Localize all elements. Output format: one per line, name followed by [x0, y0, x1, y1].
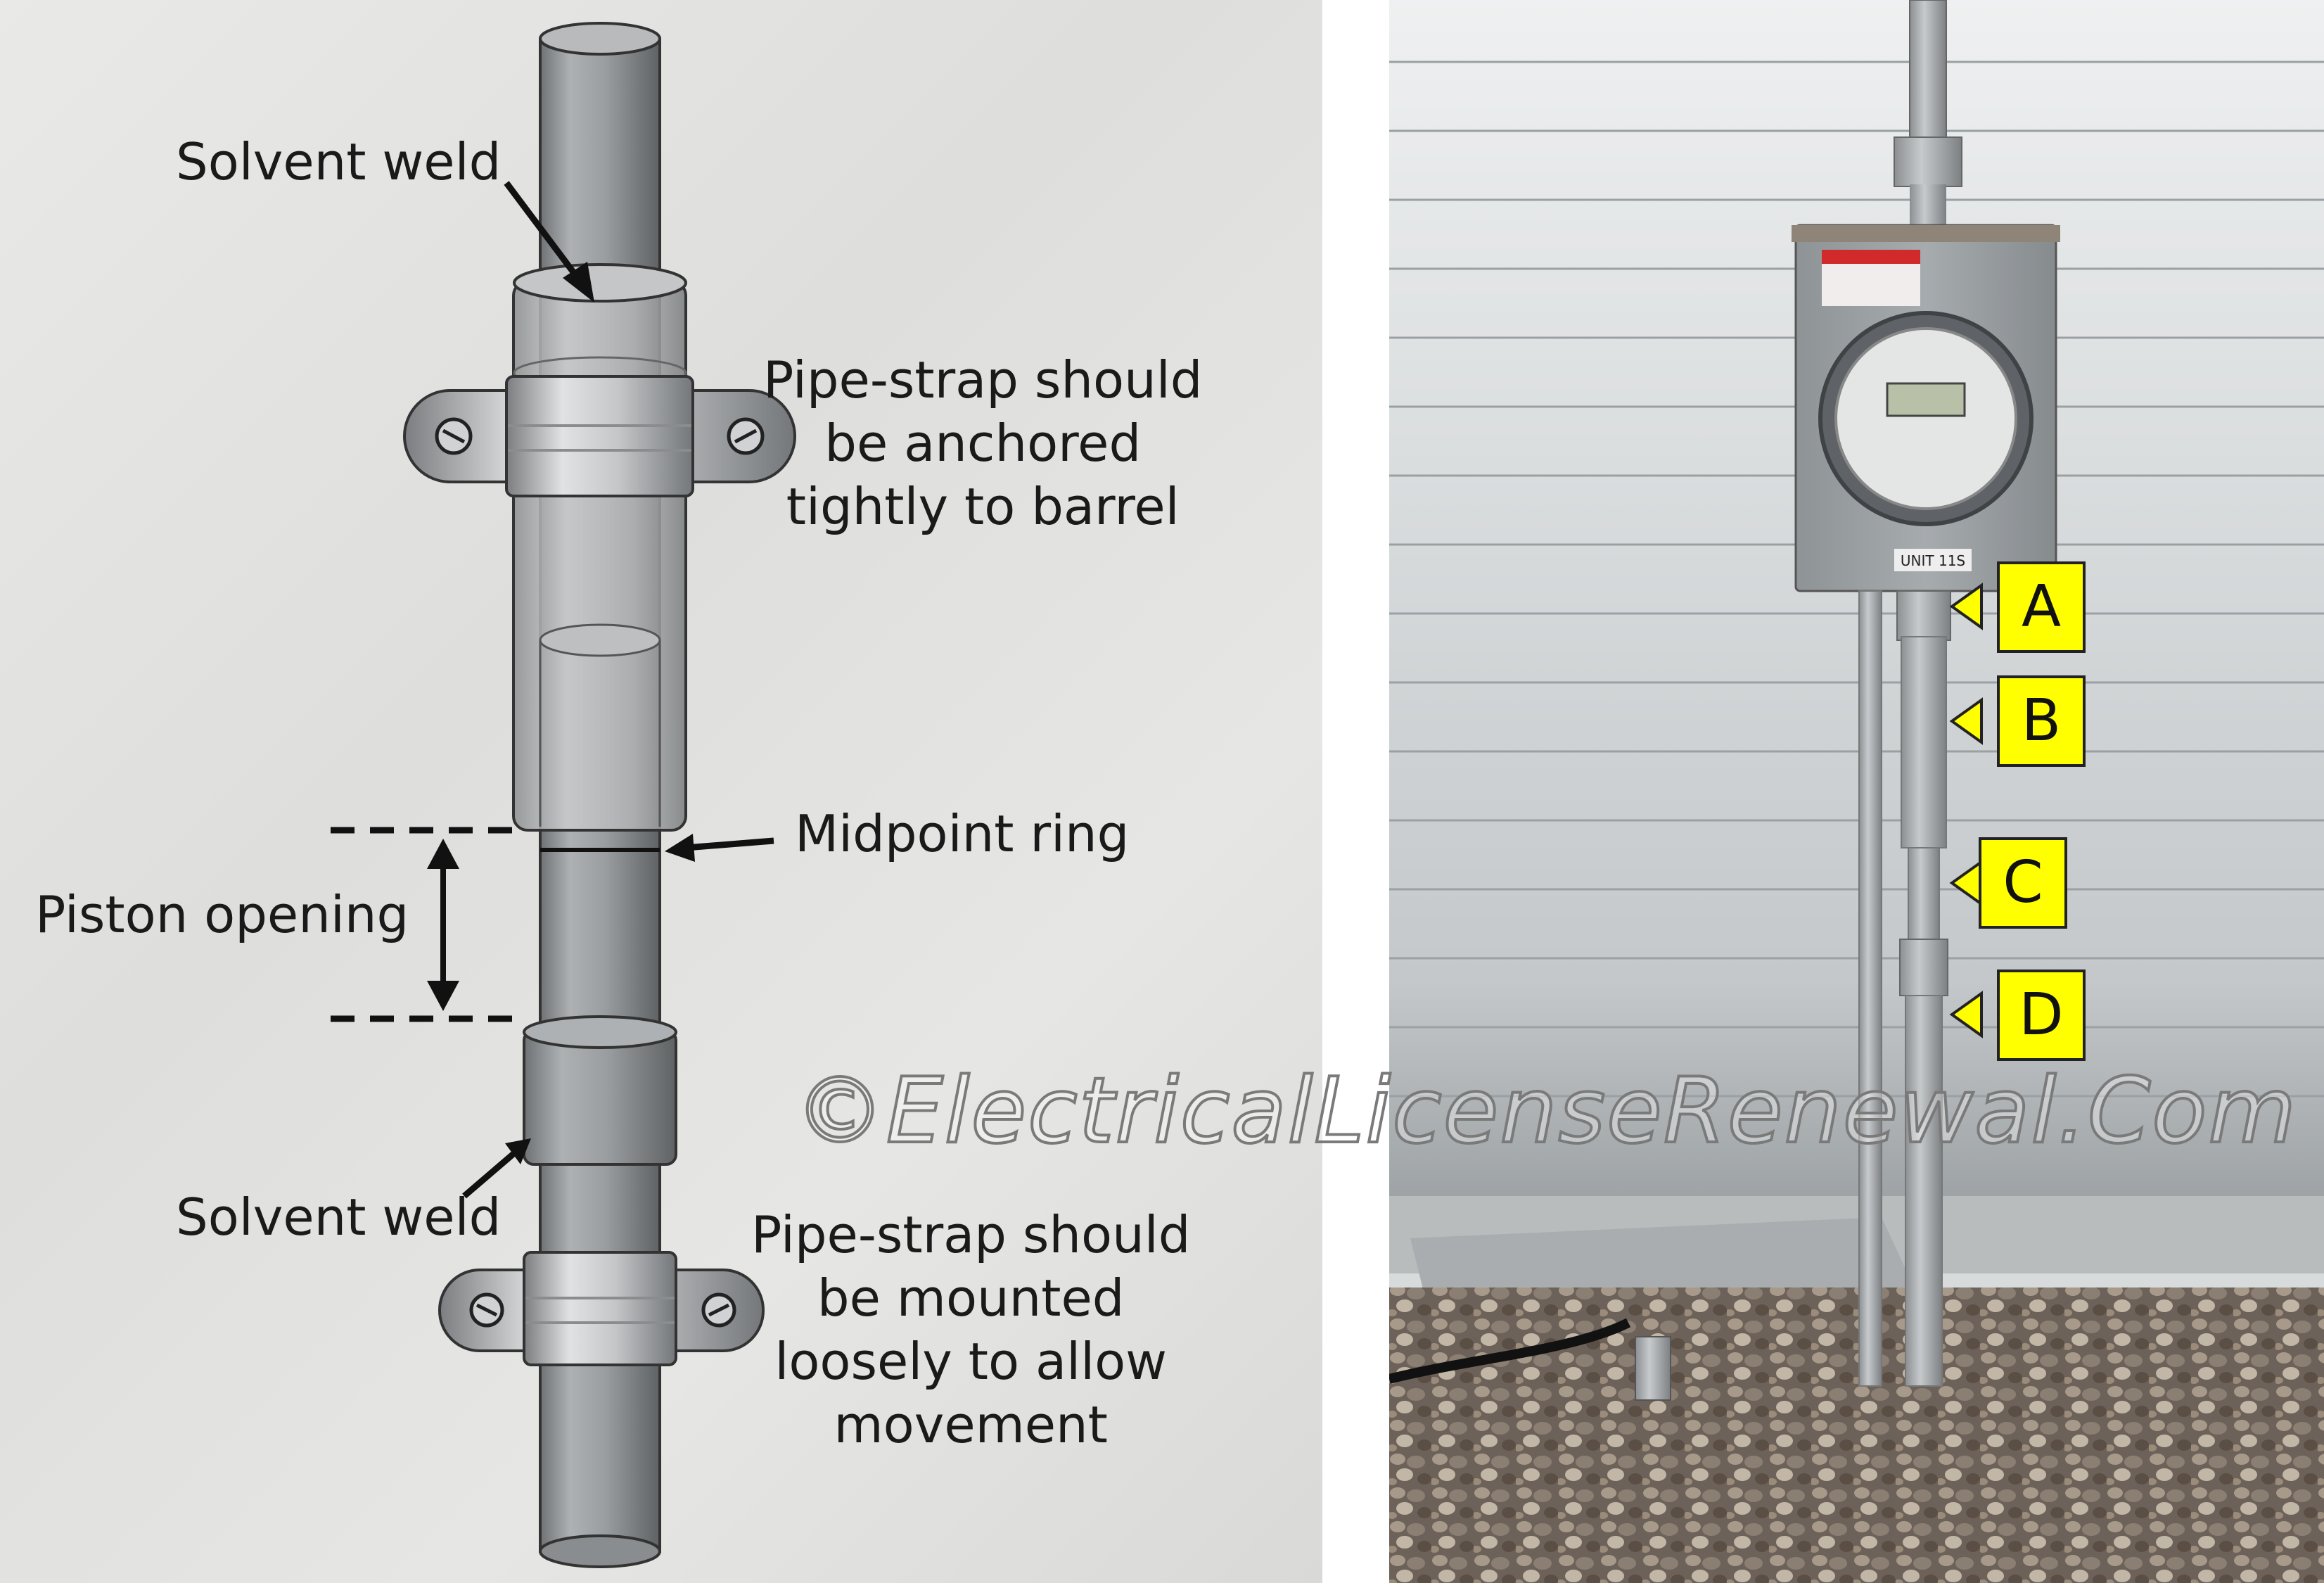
- bottom-coupling: [523, 1015, 677, 1166]
- expansion-fitting-diagram: Solvent weld Pipe-strap should be anchor…: [0, 0, 1322, 1583]
- tag-c: C: [1979, 837, 2067, 929]
- label-solvent-weld-bottom: Solvent weld: [176, 1188, 502, 1247]
- fitting-illustration: [331, 22, 796, 1568]
- watermark: ©ElectricalLicenseRenewal.Com: [793, 1057, 2298, 1165]
- label-midpoint-ring: Midpoint ring: [795, 804, 1130, 863]
- small-conduit: [1858, 590, 1882, 1387]
- meter-photo: UNIT 11S A B C D: [1389, 0, 2324, 1583]
- label-strap-bottom: Pipe-strap should be mounted loosely to …: [751, 1205, 1191, 1454]
- label-piston-opening: Piston opening: [35, 885, 409, 944]
- leader-arrows: [462, 181, 774, 1199]
- barrel: [512, 263, 687, 832]
- tag-b: B: [1997, 675, 2086, 767]
- meter-unit-label: UNIT 11S: [1901, 552, 1965, 569]
- tag-a: A: [1997, 561, 2086, 653]
- siding-lines: [1389, 61, 2324, 1098]
- label-solvent-weld-top: Solvent weld: [176, 132, 502, 191]
- meter-box: UNIT 11S: [1792, 224, 2060, 592]
- top-pipe-strap: [403, 375, 796, 497]
- bottom-pipe-strap: [438, 1251, 765, 1366]
- tag-pointers: [1949, 583, 1983, 1038]
- piston-opening-dimension: [331, 827, 521, 1022]
- label-strap-top: Pipe-strap should be anchored tightly to…: [763, 350, 1203, 536]
- expansion-fitting-conduit: [1896, 590, 1951, 1387]
- tag-d: D: [1997, 969, 2086, 1061]
- meter-photo-illustration: UNIT 11S: [1389, 0, 2324, 1583]
